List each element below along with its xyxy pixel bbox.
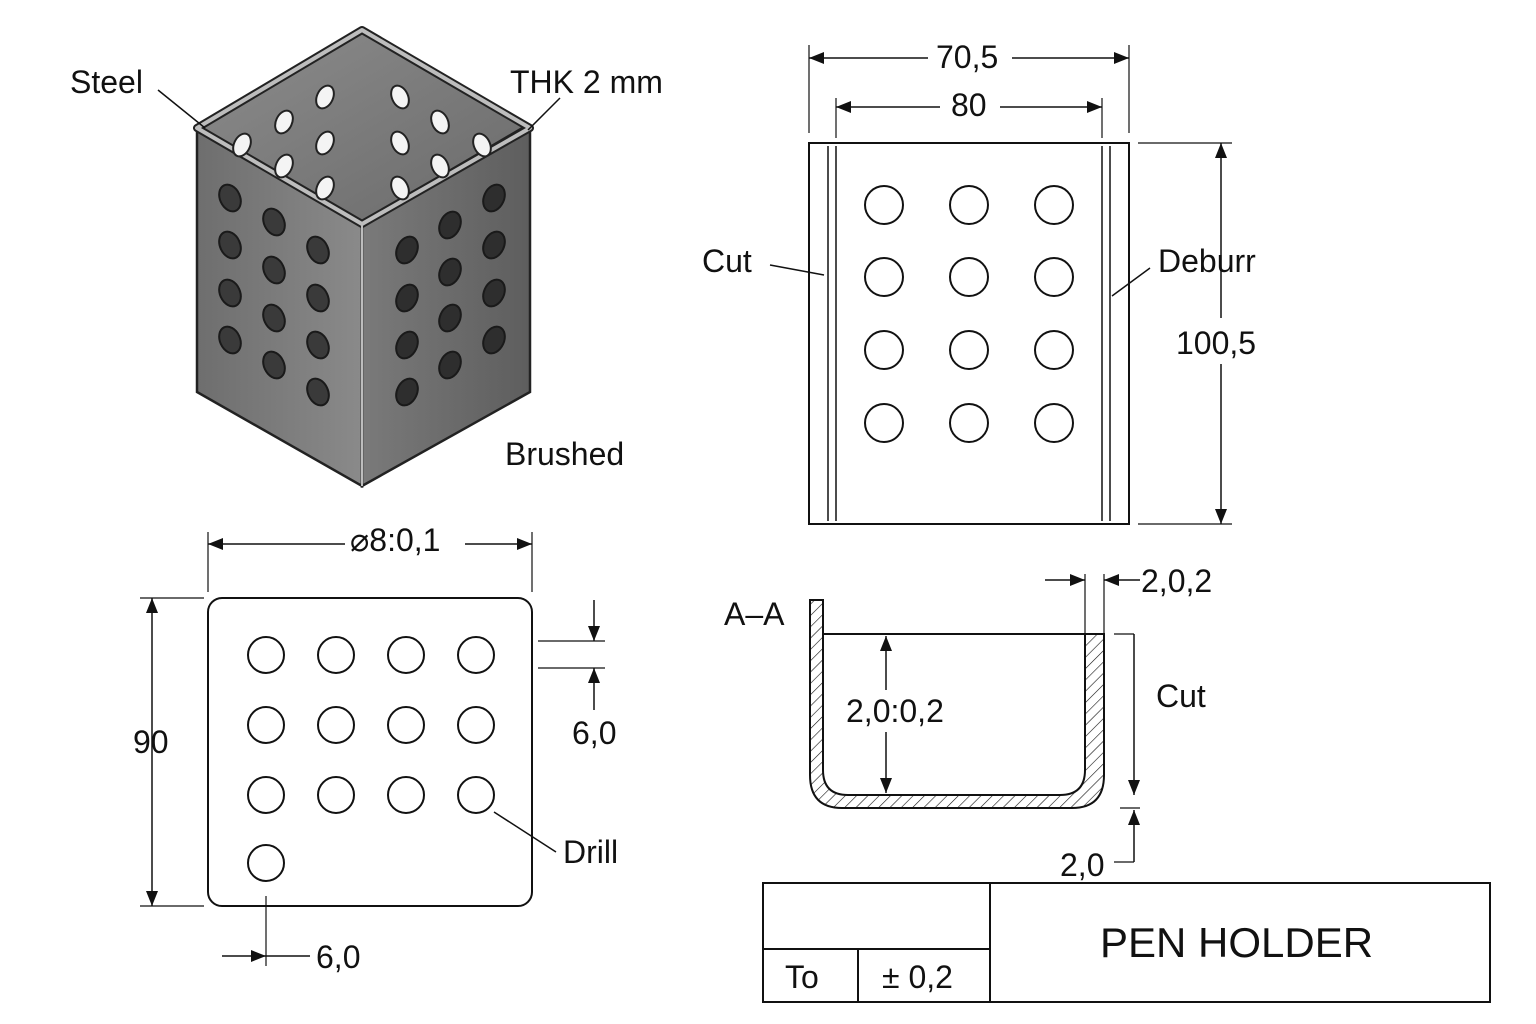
height-dim: 90 bbox=[133, 724, 169, 760]
tolerance-label: To bbox=[785, 959, 819, 995]
drill-label: Drill bbox=[563, 834, 618, 870]
hole-spacing-dim: 6,0 bbox=[572, 715, 616, 751]
depth-dim: 2,0:0,2 bbox=[846, 693, 944, 729]
title-block: To ± 0,2 PEN HOLDER bbox=[762, 882, 1491, 1003]
deburr-label: Deburr bbox=[1158, 243, 1256, 279]
wall-thickness-dim: 2,0,2 bbox=[1141, 563, 1212, 599]
side-holes bbox=[864, 185, 1074, 443]
outer-width-dim: 70,5 bbox=[936, 39, 998, 75]
side-view: 70,5 80 100,5 Cut Deburr bbox=[702, 39, 1256, 525]
edge-offset-dim: 6,0 bbox=[316, 939, 360, 975]
drawing-title: PEN HOLDER bbox=[1100, 919, 1373, 966]
side-height-dim: 100,5 bbox=[1176, 325, 1256, 361]
side-panel bbox=[808, 142, 1130, 525]
tolerance-value: ± 0,2 bbox=[882, 959, 953, 995]
right-face-holes bbox=[395, 183, 506, 407]
bottom-thickness-dim: 2,0 bbox=[1060, 847, 1104, 883]
bottom-plate bbox=[207, 597, 533, 907]
hole-diameter-dim: ⌀8:0,1 bbox=[350, 522, 440, 558]
material-label: Steel bbox=[70, 64, 143, 100]
section-cut-label: Cut bbox=[1156, 678, 1206, 714]
cut-label: Cut bbox=[702, 243, 752, 279]
section-view: A–A 2,0,2 2,0:0,2 Cut 2,0 bbox=[724, 563, 1212, 883]
isometric-view: Steel THK 2 mm Brushed bbox=[70, 26, 663, 489]
section-title: A–A bbox=[724, 596, 785, 632]
finish-label: Brushed bbox=[505, 436, 624, 472]
bottom-view: ⌀8:0,1 90 6,0 6,0 Drill bbox=[133, 522, 618, 975]
thickness-label: THK 2 mm bbox=[510, 64, 663, 100]
bottom-holes bbox=[247, 636, 495, 882]
left-face-holes bbox=[218, 183, 330, 407]
inner-holes bbox=[232, 84, 492, 201]
inner-width-dim: 80 bbox=[951, 87, 987, 123]
